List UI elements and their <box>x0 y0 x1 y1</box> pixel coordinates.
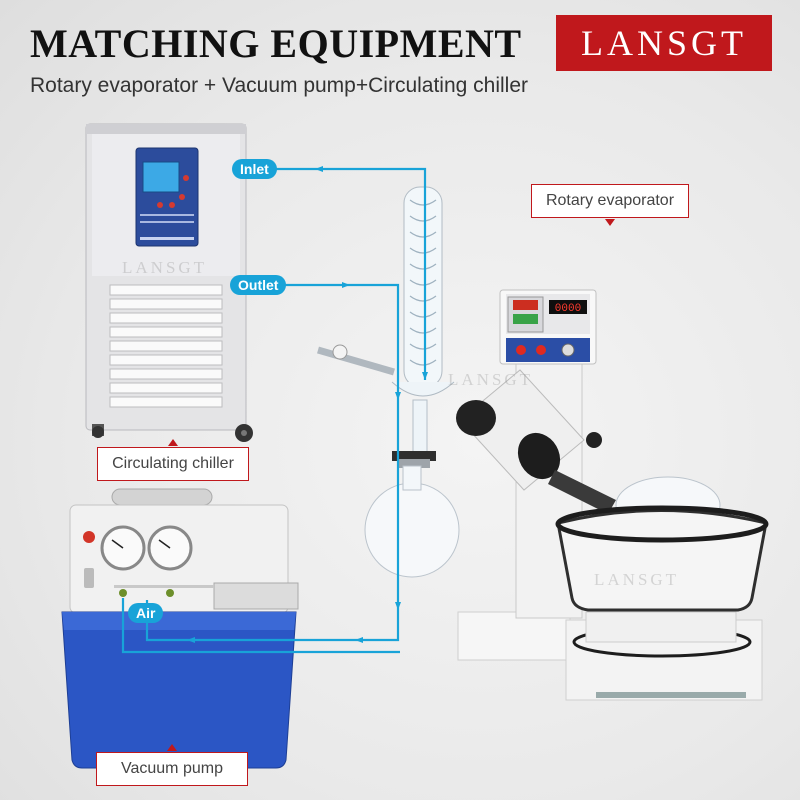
vacuum-pump <box>61 488 299 769</box>
callout-pin <box>167 744 177 751</box>
flow-arrows <box>187 166 428 643</box>
brand-logo: LANSGT <box>556 15 772 71</box>
outlet-tag: Outlet <box>230 275 287 295</box>
watermark-bath: LANSGT <box>594 570 680 589</box>
callout-pump-label: Vacuum pump <box>121 760 223 777</box>
callout-pin <box>605 219 615 226</box>
watermark-center: LANSGT <box>448 370 534 389</box>
air-tag: Air <box>128 603 164 623</box>
controller-display: 0000 <box>555 303 581 315</box>
callout-vacuum-pump: Vacuum pump <box>96 744 248 786</box>
callout-pin <box>168 439 178 446</box>
rotary-evaporator: 0000 <box>317 186 769 701</box>
page-subtitle: Rotary evaporator + Vacuum pump+Circulat… <box>30 74 529 97</box>
callout-chiller-label: Circulating chiller <box>112 455 234 472</box>
callout-rotary-label: Rotary evaporator <box>545 192 675 209</box>
callout-rotary-evaporator: Rotary evaporator <box>531 184 689 226</box>
callout-circulating-chiller: Circulating chiller <box>97 439 249 481</box>
page-title: MATCHING EQUIPMENT <box>30 21 522 66</box>
inlet-tag: Inlet <box>232 159 277 179</box>
circulating-chiller <box>85 123 253 442</box>
watermark-chiller: LANSGT <box>122 258 208 277</box>
